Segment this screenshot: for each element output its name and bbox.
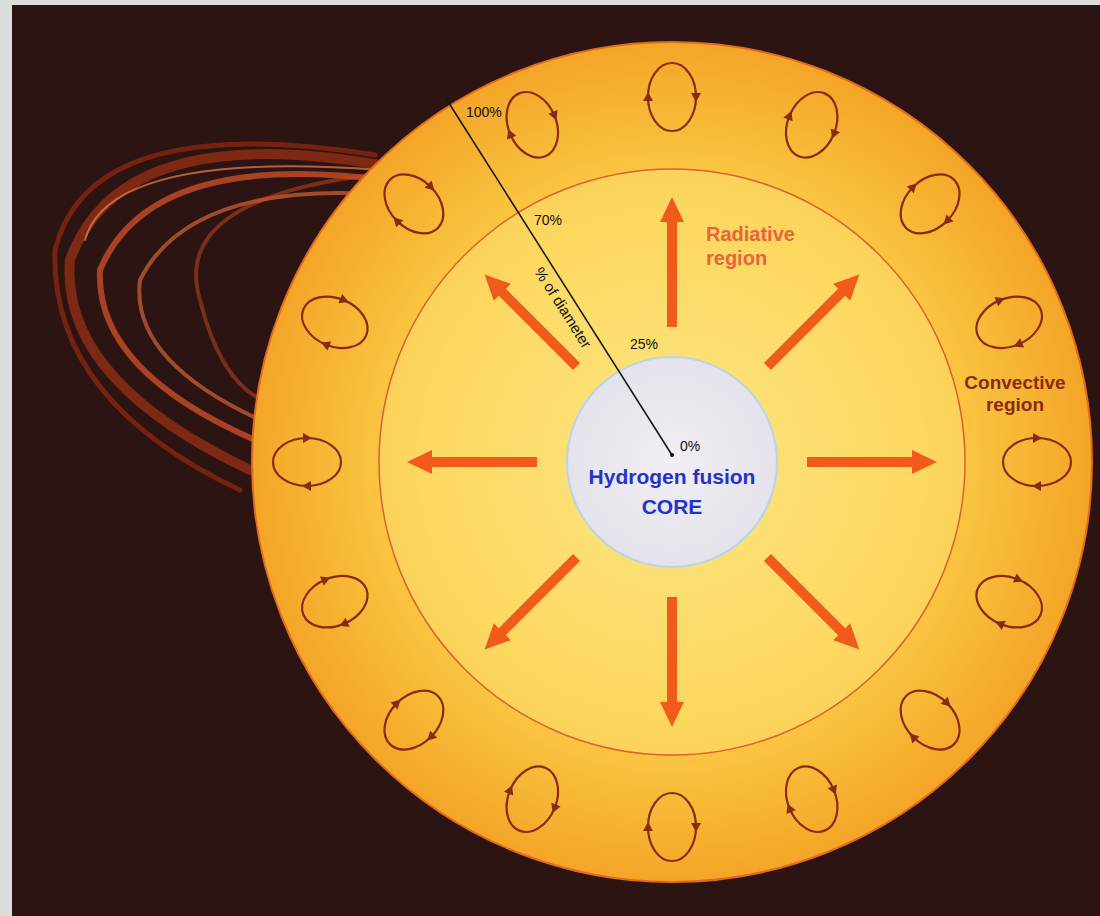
scale-mark: 70% bbox=[534, 212, 562, 229]
convection-cell bbox=[967, 282, 1052, 362]
sun-disc bbox=[252, 42, 1092, 882]
core-label: Hydrogen fusion CORE bbox=[582, 462, 762, 522]
convection-cell bbox=[967, 562, 1052, 642]
zone-label: Convective region bbox=[955, 372, 1075, 416]
scale-mark: 100% bbox=[466, 104, 502, 121]
radiation-arrow bbox=[807, 450, 937, 474]
radiation-arrow bbox=[476, 549, 585, 658]
convection-cell bbox=[1003, 433, 1071, 491]
space-background bbox=[12, 5, 1100, 916]
convection-cell bbox=[886, 676, 975, 765]
scale-axis-label: % of diameter bbox=[531, 263, 595, 350]
convection-cell bbox=[772, 82, 852, 167]
convective-zone: Convective regionRadiative regionHydroge… bbox=[252, 42, 1092, 882]
convection-cell bbox=[643, 63, 701, 131]
radiation-arrows bbox=[407, 197, 937, 727]
zone-label: Radiative region bbox=[706, 222, 816, 270]
convection-cell bbox=[772, 757, 852, 842]
core-circle bbox=[567, 357, 777, 567]
convection-cell bbox=[292, 282, 377, 362]
scale-origin-dot bbox=[670, 453, 674, 457]
radiation-arrow bbox=[407, 450, 537, 474]
convection-cell bbox=[369, 676, 458, 765]
core-zone: Hydrogen fusion CORE bbox=[567, 357, 777, 567]
diameter-scale-line bbox=[447, 100, 672, 455]
convection-cells bbox=[273, 63, 1071, 861]
scale-mark: 25% bbox=[630, 336, 658, 353]
radiation-arrow bbox=[759, 266, 868, 375]
radiative-boundary bbox=[379, 169, 965, 755]
convection-cell bbox=[292, 562, 377, 642]
convection-cell bbox=[643, 793, 701, 861]
radiative-zone: Radiative regionHydrogen fusion CORE bbox=[379, 169, 965, 755]
convection-cell bbox=[886, 159, 975, 248]
radiation-arrow bbox=[660, 197, 684, 327]
scale-mark: 0% bbox=[680, 438, 700, 455]
radiation-arrow bbox=[759, 549, 868, 658]
radiation-arrow bbox=[660, 597, 684, 727]
convection-cell bbox=[273, 433, 341, 491]
convection-cell bbox=[492, 757, 572, 842]
convection-cell bbox=[492, 82, 572, 167]
convection-cell bbox=[369, 159, 458, 248]
